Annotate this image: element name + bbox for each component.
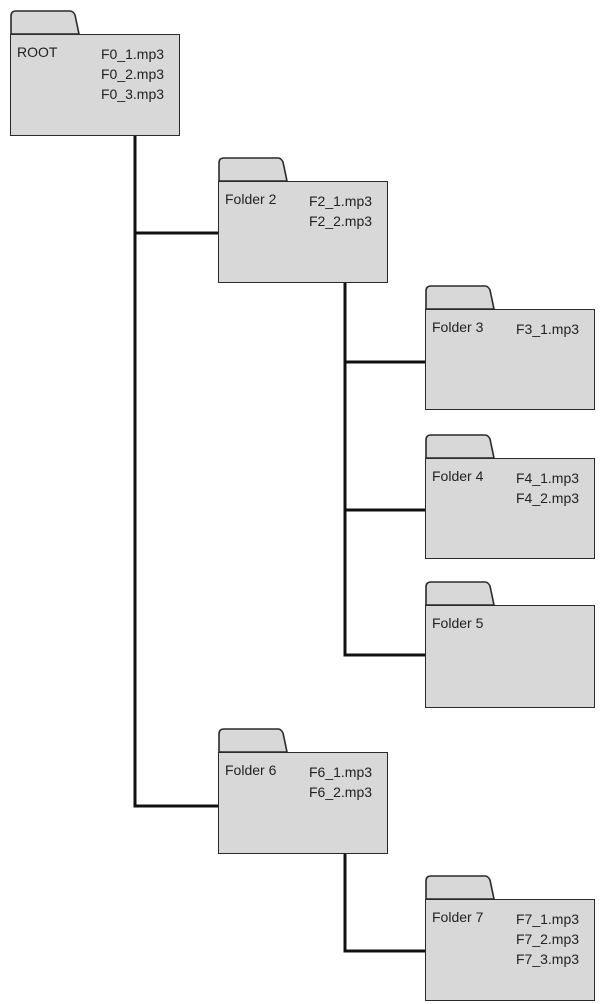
- folder-body: Folder 5: [425, 605, 595, 708]
- file-item[interactable]: F0_1.mp3: [101, 46, 165, 62]
- file-item[interactable]: F7_1.mp3: [516, 911, 580, 927]
- folder-name: ROOT: [17, 44, 58, 60]
- file-item[interactable]: F6_2.mp3: [309, 784, 373, 800]
- folder-name: Folder 5: [432, 615, 484, 631]
- file-item[interactable]: F6_1.mp3: [309, 764, 373, 780]
- file-item[interactable]: F7_2.mp3: [516, 931, 580, 947]
- file-item[interactable]: F7_3.mp3: [516, 951, 580, 967]
- file-item[interactable]: F0_2.mp3: [101, 66, 165, 82]
- file-list: F0_1.mp3 F0_2.mp3 F0_3.mp3: [101, 44, 164, 104]
- folder-tab-icon: [10, 10, 80, 34]
- folder-name: Folder 7: [432, 909, 484, 925]
- file-item[interactable]: F2_2.mp3: [309, 213, 373, 229]
- folder-tab-icon: [218, 728, 288, 752]
- folder-tab-icon: [218, 157, 288, 181]
- file-list: F6_1.mp3 F6_2.mp3: [309, 762, 372, 802]
- folder-body: Folder 6 F6_1.mp3 F6_2.mp3: [218, 752, 388, 854]
- folder-body: Folder 7 F7_1.mp3 F7_2.mp3 F7_3.mp3: [425, 899, 595, 1001]
- folder-body: Folder 4 F4_1.mp3 F4_2.mp3: [425, 458, 595, 559]
- folder-tab-icon: [425, 434, 495, 458]
- file-list: F4_1.mp3 F4_2.mp3: [516, 468, 579, 508]
- file-item[interactable]: F3_1.mp3: [516, 321, 580, 337]
- folder-tab-icon: [425, 581, 495, 605]
- file-list: F2_1.mp3 F2_2.mp3: [309, 191, 372, 231]
- file-item[interactable]: F4_1.mp3: [516, 470, 580, 486]
- file-list: F3_1.mp3: [516, 319, 579, 339]
- folder-tab-icon: [425, 285, 495, 309]
- folder-body: Folder 2 F2_1.mp3 F2_2.mp3: [218, 181, 388, 283]
- file-item[interactable]: F2_1.mp3: [309, 193, 373, 209]
- file-item[interactable]: F0_3.mp3: [101, 86, 165, 102]
- folder-body: ROOT F0_1.mp3 F0_2.mp3 F0_3.mp3: [10, 34, 180, 136]
- folder-body: Folder 3 F3_1.mp3: [425, 309, 595, 410]
- folder-name: Folder 4: [432, 468, 484, 484]
- folder-tab-icon: [425, 875, 495, 899]
- folder-name: Folder 2: [225, 191, 277, 207]
- folder-name: Folder 6: [225, 762, 277, 778]
- file-list: F7_1.mp3 F7_2.mp3 F7_3.mp3: [516, 909, 579, 969]
- file-item[interactable]: F4_2.mp3: [516, 490, 580, 506]
- folder-name: Folder 3: [432, 319, 484, 335]
